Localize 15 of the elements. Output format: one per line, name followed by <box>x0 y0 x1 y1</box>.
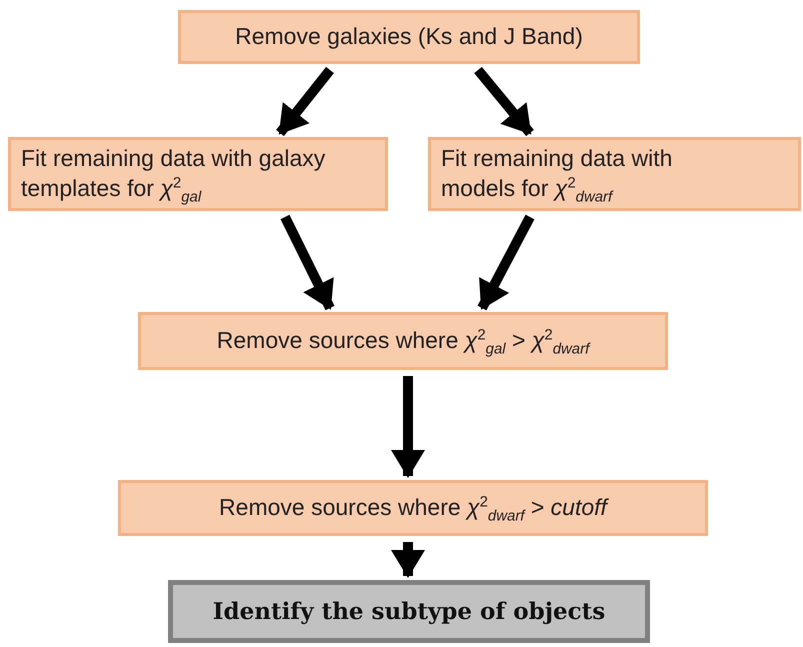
process-box <box>138 312 668 370</box>
process-box <box>428 137 801 211</box>
arrow <box>474 66 534 136</box>
step-text: Remove galaxies (Ks and J Band) <box>235 22 583 52</box>
process-box <box>178 10 640 64</box>
arrow <box>280 214 334 310</box>
process-box <box>8 137 388 211</box>
arrow <box>391 542 425 578</box>
step-text: Remove sources where χ$^{2}$$_{dwarf}$ > cutoff <box>219 493 607 523</box>
result-box <box>168 580 650 643</box>
process-box <box>118 480 708 536</box>
arrow <box>478 214 534 310</box>
arrow <box>391 376 425 478</box>
step-text: Identify the subtype of objects <box>212 596 606 626</box>
arrow <box>276 66 334 136</box>
